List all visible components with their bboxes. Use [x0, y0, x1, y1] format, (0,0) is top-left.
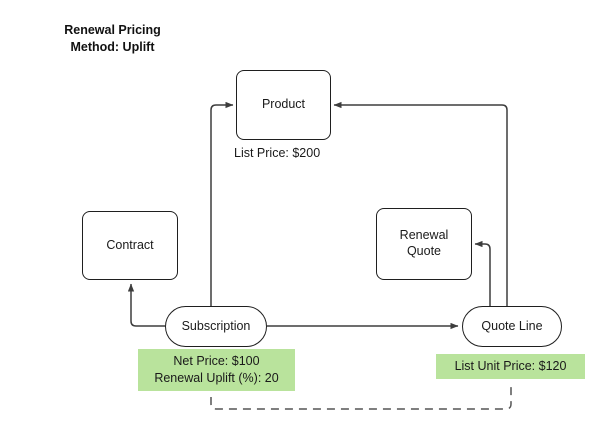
diagram-title: Renewal Pricing Method: Uplift [64, 23, 161, 54]
caption-product-list-price: List Price: $200 [234, 146, 321, 160]
edge-subscription-to-product [210, 101, 234, 306]
node-subscription[interactable]: Subscription [165, 306, 267, 347]
annotation-subscription-values: Net Price: $100 Renewal Uplift (%): 20 [138, 349, 295, 391]
node-renewal-quote[interactable]: Renewal Quote [376, 208, 472, 280]
node-contract[interactable]: Contract [82, 211, 178, 280]
annotation-quote-line-values: List Unit Price: $120 [436, 354, 585, 379]
edge-subscription-to-quote-line-dashed [210, 383, 512, 410]
edge-subscription-to-contract [127, 283, 165, 327]
edge-quote-line-to-renewal-quote [474, 240, 491, 306]
node-product[interactable]: Product [236, 70, 331, 140]
edge-quote-line-to-product [333, 101, 508, 306]
node-quote-line[interactable]: Quote Line [462, 306, 562, 347]
